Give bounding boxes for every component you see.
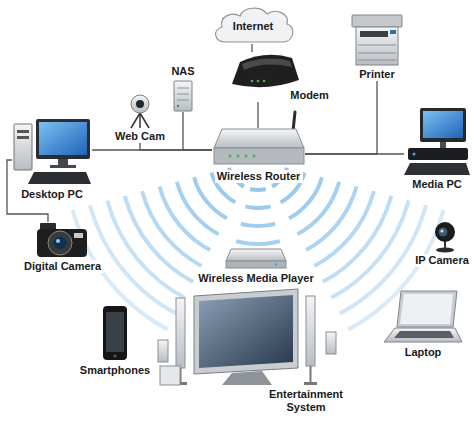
node-text: Desktop PC xyxy=(21,188,83,201)
internet-cloud: Internet xyxy=(210,4,296,44)
device-label: Web Cam xyxy=(113,130,167,143)
modem-icon xyxy=(232,55,299,87)
device-label: Modem xyxy=(288,89,331,102)
smartphone: Smartphones xyxy=(78,305,153,377)
ip-camera: IP Camera xyxy=(413,222,471,267)
device-label: Digital Camera xyxy=(22,260,104,273)
node-text: Media PC xyxy=(412,178,462,191)
entertainment-system-icon xyxy=(158,289,336,385)
node-text: Printer xyxy=(359,68,395,81)
network-cable xyxy=(140,143,212,150)
device-label: Smartphones xyxy=(78,364,153,377)
media-pc-icon xyxy=(404,108,470,175)
nas-icon xyxy=(174,81,192,111)
network-cable xyxy=(257,102,258,128)
entertainment-system: Entertainment System xyxy=(155,286,345,414)
network-cable xyxy=(305,153,404,154)
modem-device: Modem xyxy=(228,52,331,102)
node-text: Web Cam xyxy=(115,130,165,143)
webcam-icon xyxy=(131,95,149,128)
node-text: Smartphones xyxy=(80,364,151,377)
media-pc: Media PC xyxy=(404,108,470,191)
device-label: IP Camera xyxy=(413,254,471,267)
device-label: NAS xyxy=(169,65,197,78)
laptop: Laptop xyxy=(384,290,462,359)
network-cable xyxy=(183,112,212,150)
device-label: Media PC xyxy=(410,178,464,191)
node-text: Digital Camera xyxy=(24,260,102,273)
desktop-pc: Desktop PC xyxy=(12,118,92,201)
node-text: IP Camera xyxy=(415,254,469,267)
device-label: Printer xyxy=(357,68,397,81)
digital-camera-icon xyxy=(37,223,87,257)
printer-icon xyxy=(352,15,402,65)
wireless-media-player: Wireless Media Player xyxy=(196,248,316,285)
wireless-router: Wireless Router xyxy=(212,128,305,183)
webcam-device: Web Cam xyxy=(113,94,167,143)
node-text: NAS xyxy=(171,65,195,78)
device-label: Desktop PC xyxy=(19,188,85,201)
node-text: Entertainment System xyxy=(269,388,343,414)
device-label: Internet xyxy=(231,20,276,33)
node-text: Wireless Router xyxy=(217,170,301,183)
smartphone-icon xyxy=(103,306,127,360)
desktop-pc-icon xyxy=(14,119,91,184)
laptop-icon xyxy=(384,291,462,342)
device-label: Wireless Router xyxy=(215,170,303,183)
device-label: Wireless Media Player xyxy=(196,272,316,285)
node-text: Modem xyxy=(290,89,329,102)
digital-camera: Digital Camera xyxy=(22,222,104,273)
media-player-icon xyxy=(226,249,286,268)
device-label: Entertainment System xyxy=(267,388,345,414)
network-cable xyxy=(251,44,252,52)
node-text: Wireless Media Player xyxy=(198,272,314,285)
node-text: Laptop xyxy=(405,346,442,359)
node-text: Internet xyxy=(233,20,274,33)
ip-camera-icon xyxy=(435,222,455,253)
router-icon xyxy=(214,112,304,164)
printer-device: Printer xyxy=(352,14,402,81)
device-label: Laptop xyxy=(403,346,444,359)
nas-device: NAS xyxy=(169,65,197,112)
